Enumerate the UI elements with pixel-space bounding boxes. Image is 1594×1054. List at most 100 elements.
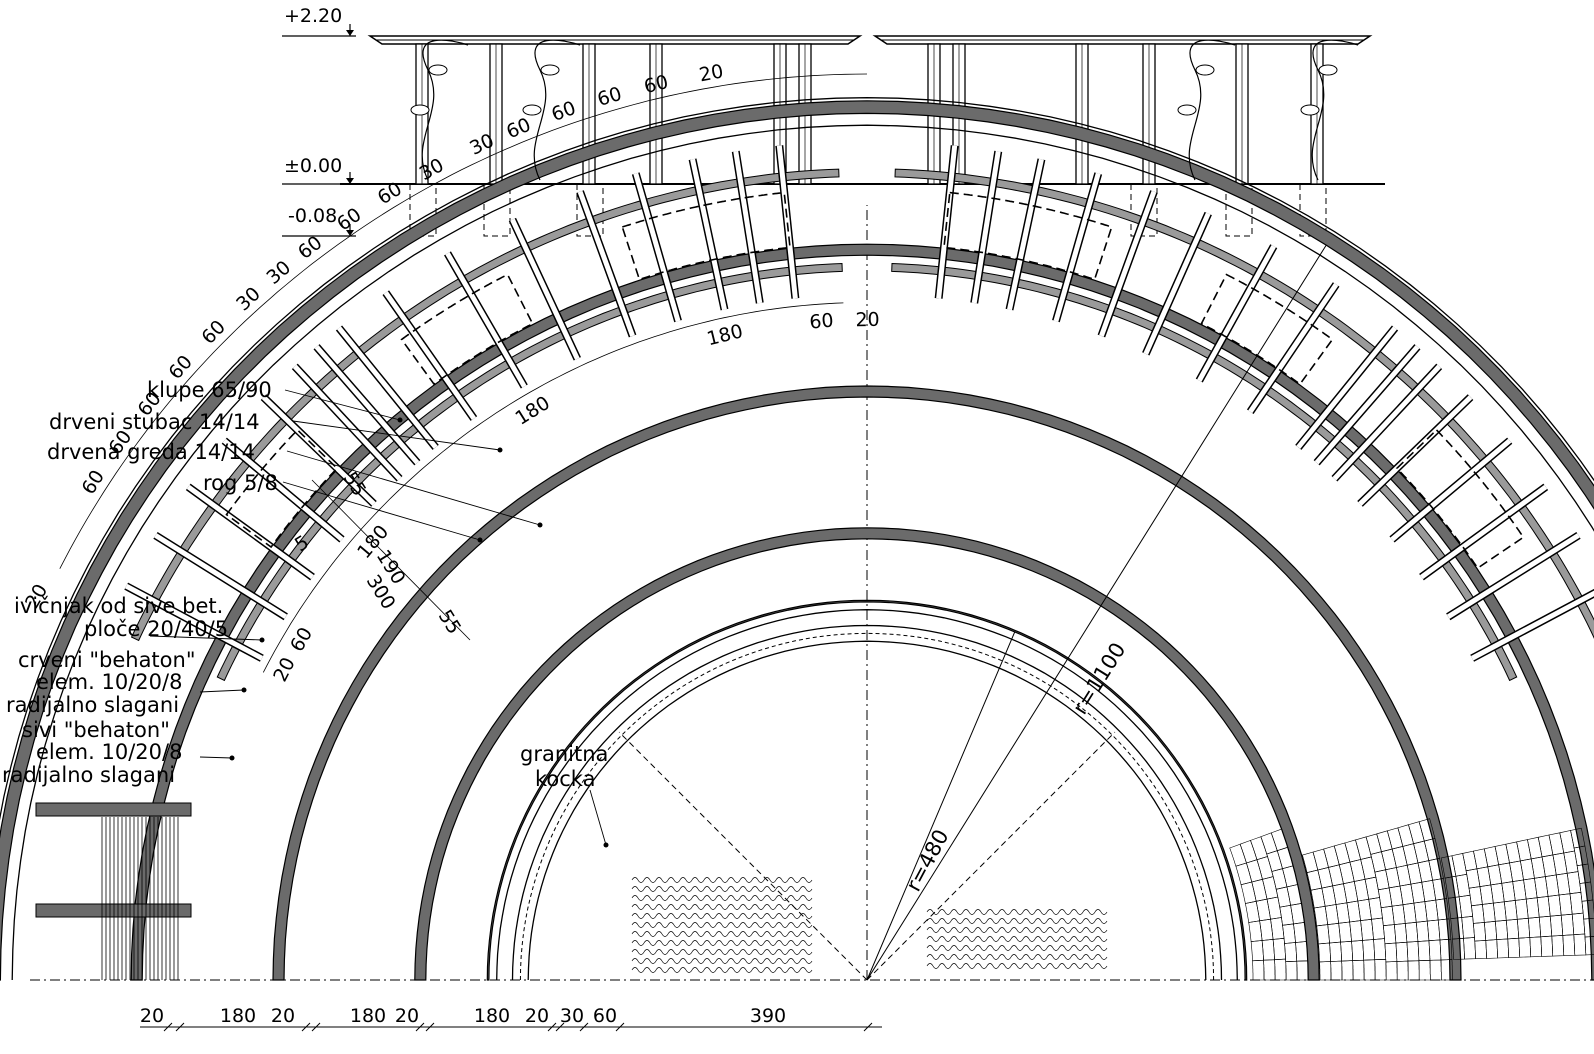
label-crveni-2: elem. 10/20/8 [36,670,182,694]
label-ivicnjak-1: ivičnjak od sive bet. [14,594,223,618]
plant-right-2-leaf [1318,64,1338,76]
paver-brick [1394,923,1408,944]
label-sivi-2: elem. 10/20/8 [36,740,182,764]
paver-brick [1296,960,1309,981]
bottom-dim-tick [163,1022,173,1032]
paver-brick [1319,961,1332,981]
label-granit-1: granitna [520,742,608,766]
paver-brick [1527,916,1542,938]
paver-brick [1391,846,1408,868]
bench-1 [400,273,534,386]
paver-brick [1560,913,1575,936]
arc-dim-inner-start-0: 20 [269,654,300,686]
paver-brick [1385,867,1401,889]
bottom-dim-tick [175,1022,185,1032]
paver-brick [1527,836,1543,860]
wave-line [631,904,813,910]
paver-brick [1351,940,1364,961]
wave-line [631,958,813,964]
paver-brick [1352,959,1365,981]
rafter-fill-18 [1007,158,1044,311]
paver-brick [1584,936,1594,956]
label-klupe: klupe 65/90 [147,378,272,402]
paver-brick [1353,878,1370,902]
paver-brick [1484,920,1497,941]
paver-brick [1349,859,1366,882]
paver-brick [1529,936,1542,958]
wave-line [631,886,813,892]
paver-brick [1387,827,1404,850]
radius-480-line [866,631,1016,981]
level-top: +2.20 [284,5,342,27]
ring-wall-4 [486,599,1248,981]
paver-brick [1563,850,1579,874]
plant-right-1-leaf [1195,64,1215,76]
rafter-fill-0 [125,583,264,661]
arc-dim-inner-3: 60 [809,310,835,334]
paver-brick [1406,941,1420,962]
rafter-fill-1 [154,533,288,619]
paver-brick [1365,833,1382,855]
paver-brick [1272,937,1286,961]
label-greda: drvena greda 14/14 [47,440,255,464]
rafter-fill-24 [1296,326,1397,449]
paver-brick [1250,940,1265,962]
wave-line [926,954,1108,960]
bottom-dim-5: 180 [474,1005,510,1027]
pergola-beam-right-0 [894,168,1594,639]
bottom-dim-tick [555,1022,565,1032]
paver-brick [1530,856,1546,879]
label-rog: rog 5/8 [203,471,278,495]
level-zero: ±0.00 [284,155,342,177]
paver-brick [1332,883,1348,905]
label-granit-2: kocka [535,767,595,791]
paver-brick [1316,924,1330,945]
paver-brick [1330,960,1343,981]
paver-brick [1418,959,1431,981]
wave-line [631,913,813,919]
arc-dim-outer-16: 20 [697,60,725,86]
arc-dim-inner-2: 180 [705,320,746,350]
paver-brick [1385,961,1398,981]
rafter-fill-28 [1390,438,1512,542]
leader-dot-7 [603,842,609,848]
rafter-fill-12 [633,172,681,322]
wave-line [631,931,813,937]
rafter-fill-10 [510,218,580,360]
wave-line [926,963,1108,969]
arc-dim-line-inner [262,302,844,673]
paver-brick [1342,881,1359,904]
pergola-beam-left-1 [216,262,843,682]
paver-brick [1548,832,1564,856]
label-sivi-3: radijalno slagani [2,763,175,787]
paver-brick [1537,834,1554,858]
paver-brick [1252,959,1265,981]
bottom-dim-6: 20 [525,1005,549,1027]
paver-brick [1285,960,1298,981]
paver-brick [1451,853,1467,877]
rafter-fill-9 [445,252,527,388]
paver-brick [1549,914,1564,937]
paver-brick [1541,854,1557,877]
paver-brick [1517,917,1531,939]
paver-brick [1275,886,1291,908]
paver-brick [1495,919,1508,940]
dashed-radial-1 [866,731,1116,981]
paver-brick [1509,860,1524,882]
radial-dim-line [311,479,471,641]
bottom-dim-3: 180 [350,1005,386,1027]
label-ivicnjak-2: ploče 20/40/5 [84,617,228,641]
wave-line [926,936,1108,942]
bottom-dim-tick [615,1022,625,1032]
plant-right-2 [1311,39,1359,181]
arc-dim-outer-8: 60 [333,204,365,236]
paver-brick [1251,878,1268,902]
paver-brick [1485,939,1498,959]
paver-brick [1318,942,1331,963]
paver-brick [1338,921,1352,943]
rafter-fill-20 [1099,190,1157,337]
rafter-fill-23 [1248,283,1339,414]
leader-dot-6 [229,755,235,761]
